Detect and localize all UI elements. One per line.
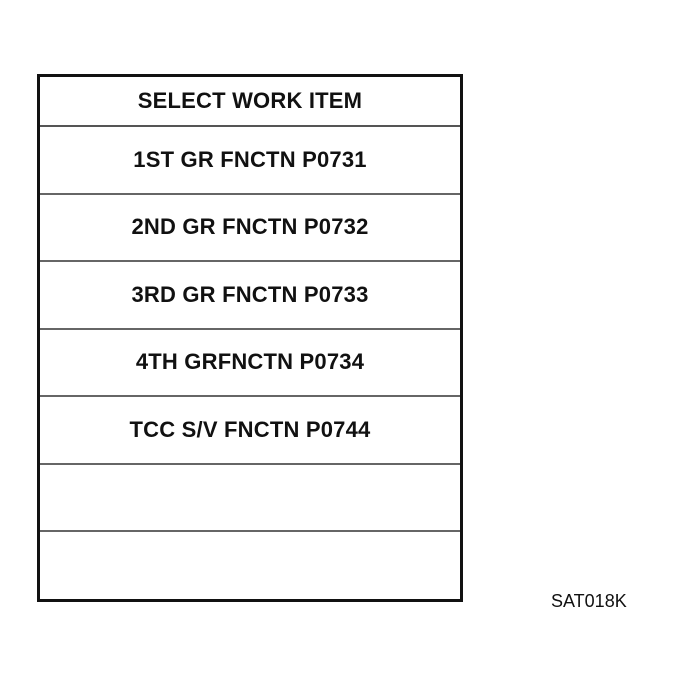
figure-code: SAT018K (551, 591, 627, 611)
work-item-4th-gear-function[interactable]: 4TH GRFNCTN P0734 (40, 330, 460, 397)
empty-work-item-row (40, 532, 460, 600)
work-item-2nd-gear-function[interactable]: 2ND GR FNCTN P0732 (40, 195, 460, 262)
screen-title: SELECT WORK ITEM (40, 77, 460, 127)
work-item-1st-gear-function[interactable]: 1ST GR FNCTN P0731 (40, 127, 460, 195)
work-item-list: 1ST GR FNCTN P0731 2ND GR FNCTN P0732 3R… (40, 127, 460, 600)
work-item-tcc-sv-function[interactable]: TCC S/V FNCTN P0744 (40, 397, 460, 465)
consult-screen: SELECT WORK ITEM 1ST GR FNCTN P0731 2ND … (37, 74, 463, 602)
work-item-3rd-gear-function[interactable]: 3RD GR FNCTN P0733 (40, 262, 460, 330)
empty-work-item-row (40, 465, 460, 532)
